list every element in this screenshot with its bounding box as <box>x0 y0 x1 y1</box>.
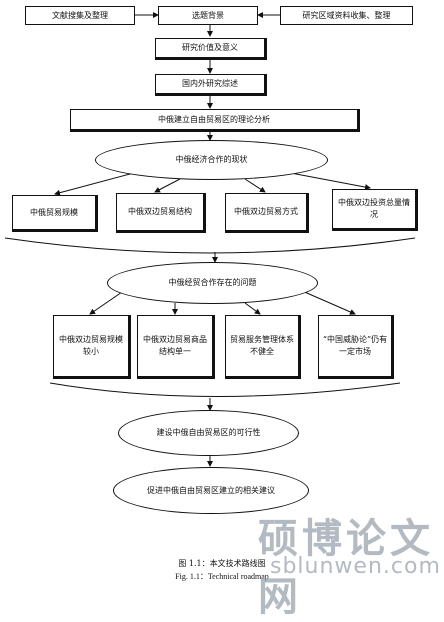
research-value-box: 研究价值及意义 <box>155 38 267 60</box>
regional-data-box: 研究区域资料收集、整理 <box>280 6 413 25</box>
problem-trade-scale-box: 中俄双边贸易规模较小 <box>53 315 131 379</box>
connector-lines <box>4 12 416 467</box>
problem-commodity-structure-box: 中俄双边贸易商品结构单一 <box>137 315 215 379</box>
figure-caption-cn: 图 1.1：本文技术路线图 <box>178 559 266 568</box>
problem-china-threat-box: “中国威胁论”仍有一定市场 <box>318 315 394 379</box>
trade-scale-box: 中俄贸易规模 <box>12 195 98 232</box>
investment-box: 中俄双边投资总量情况 <box>332 189 418 231</box>
literature-review-box: 国内外研究综述 <box>155 74 267 96</box>
figure-caption-en: Fig. 1.1：Technical roadmap <box>175 572 269 581</box>
suggestions-oval: 促进中俄自由贸易区建立的相关建议 <box>113 467 309 514</box>
problem-service-management-box: 贸易服务管理体系不健全 <box>225 315 301 379</box>
problems-oval: 中俄经贸合作存在的问题 <box>107 262 318 304</box>
feasibility-oval: 建设中俄自由贸易区的可行性 <box>118 410 299 456</box>
watermark-url: sblunwen.com <box>270 554 441 579</box>
topic-background-box: 选题背景 <box>158 6 258 25</box>
cooperation-status-oval: 中俄经济合作的现状 <box>95 140 328 180</box>
literature-collection-box: 文献搜集及整理 <box>25 6 135 25</box>
trade-mode-box: 中俄双边贸易方式 <box>225 193 309 233</box>
trade-structure-box: 中俄双边贸易结构 <box>116 193 206 233</box>
theory-analysis-box: 中俄建立自由贸易区的理论分析 <box>70 109 360 132</box>
